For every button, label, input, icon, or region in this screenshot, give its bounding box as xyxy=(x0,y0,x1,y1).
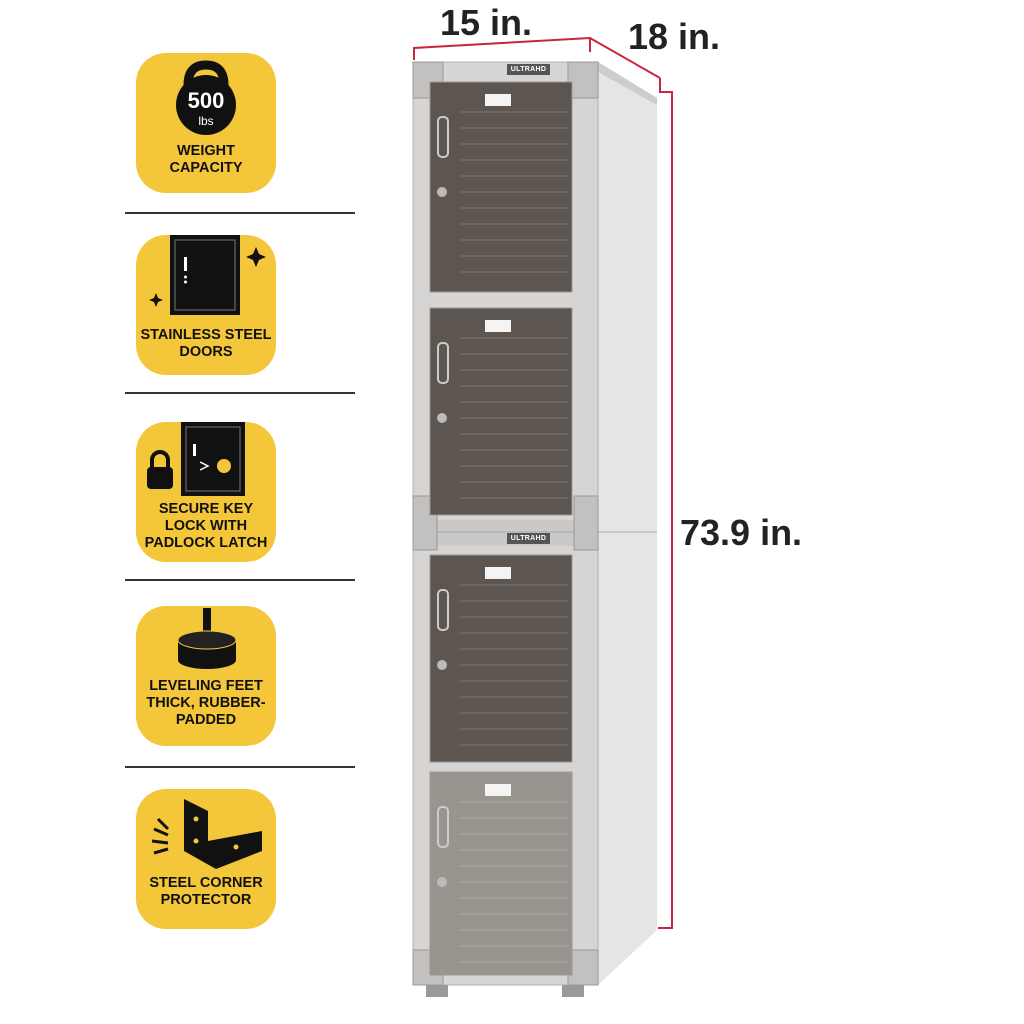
key-lock-icon xyxy=(437,660,447,670)
feature-corner-protector: STEEL CORNER PROTECTOR xyxy=(136,789,276,929)
divider xyxy=(125,766,355,768)
locker-door xyxy=(429,771,573,976)
leveling-foot xyxy=(562,985,584,997)
feature-leveling-feet: LEVELING FEET THICK, RUBBER- PADDED xyxy=(136,606,276,746)
feature-label: PADLOCK LATCH xyxy=(144,535,268,551)
divider xyxy=(125,579,355,581)
locker-door xyxy=(429,307,573,516)
feature-label: SECURE KEY xyxy=(158,501,254,517)
door-handle xyxy=(437,342,449,384)
leveling-foot xyxy=(426,985,448,997)
feature-weight-capacity: 500 lbs WEIGHT CAPACITY xyxy=(136,53,276,193)
door-handle xyxy=(437,589,449,631)
feature-label: STEEL CORNER xyxy=(149,875,263,891)
corner-bracket-icon xyxy=(151,799,262,869)
key-lock-icon xyxy=(437,187,447,197)
feature-label: PROTECTOR xyxy=(160,892,252,908)
feature-label: PADDED xyxy=(175,712,237,728)
feature-label: WEIGHT xyxy=(177,143,235,159)
door-label-plate xyxy=(485,320,511,332)
feature-stainless-doors: STAINLESS STEEL DOORS xyxy=(136,235,276,375)
locker-door xyxy=(429,554,573,763)
weight-unit: lbs xyxy=(198,114,214,128)
feature-label: CAPACITY xyxy=(169,160,243,176)
padlock-icon xyxy=(147,422,245,496)
brand-logo-text: ULTRAHD xyxy=(510,535,547,542)
brand-plates xyxy=(507,64,550,544)
feature-label: LEVELING FEET xyxy=(149,678,263,694)
door-label-plate xyxy=(485,567,511,579)
weight-value: 500 xyxy=(187,88,225,113)
depth-dimension: 18 in. xyxy=(628,16,721,57)
key-lock-icon xyxy=(437,413,447,423)
leveling-foot-icon xyxy=(177,608,237,669)
width-dimension: 15 in. xyxy=(440,2,533,43)
door-label-plate xyxy=(485,784,511,796)
door-icon xyxy=(149,235,266,315)
feature-label: LOCK WITH xyxy=(164,518,248,534)
brand-logo-text: ULTRAHD xyxy=(510,66,547,73)
door-handle xyxy=(437,116,449,158)
feature-label: THICK, RUBBER- xyxy=(146,695,266,711)
height-dimension: 73.9 in. xyxy=(680,512,803,553)
key-lock-icon xyxy=(437,877,447,887)
locker-door xyxy=(429,81,573,293)
divider xyxy=(125,212,355,214)
door-handle xyxy=(437,806,449,848)
feature-label: DOORS xyxy=(179,344,233,360)
feature-key-lock: SECURE KEY LOCK WITH PADLOCK LATCH xyxy=(136,422,276,562)
feature-label: STAINLESS STEEL xyxy=(140,327,272,343)
kettlebell-icon xyxy=(176,60,236,135)
divider xyxy=(125,392,355,394)
door-label-plate xyxy=(485,94,511,106)
dimension-lines xyxy=(413,36,673,929)
